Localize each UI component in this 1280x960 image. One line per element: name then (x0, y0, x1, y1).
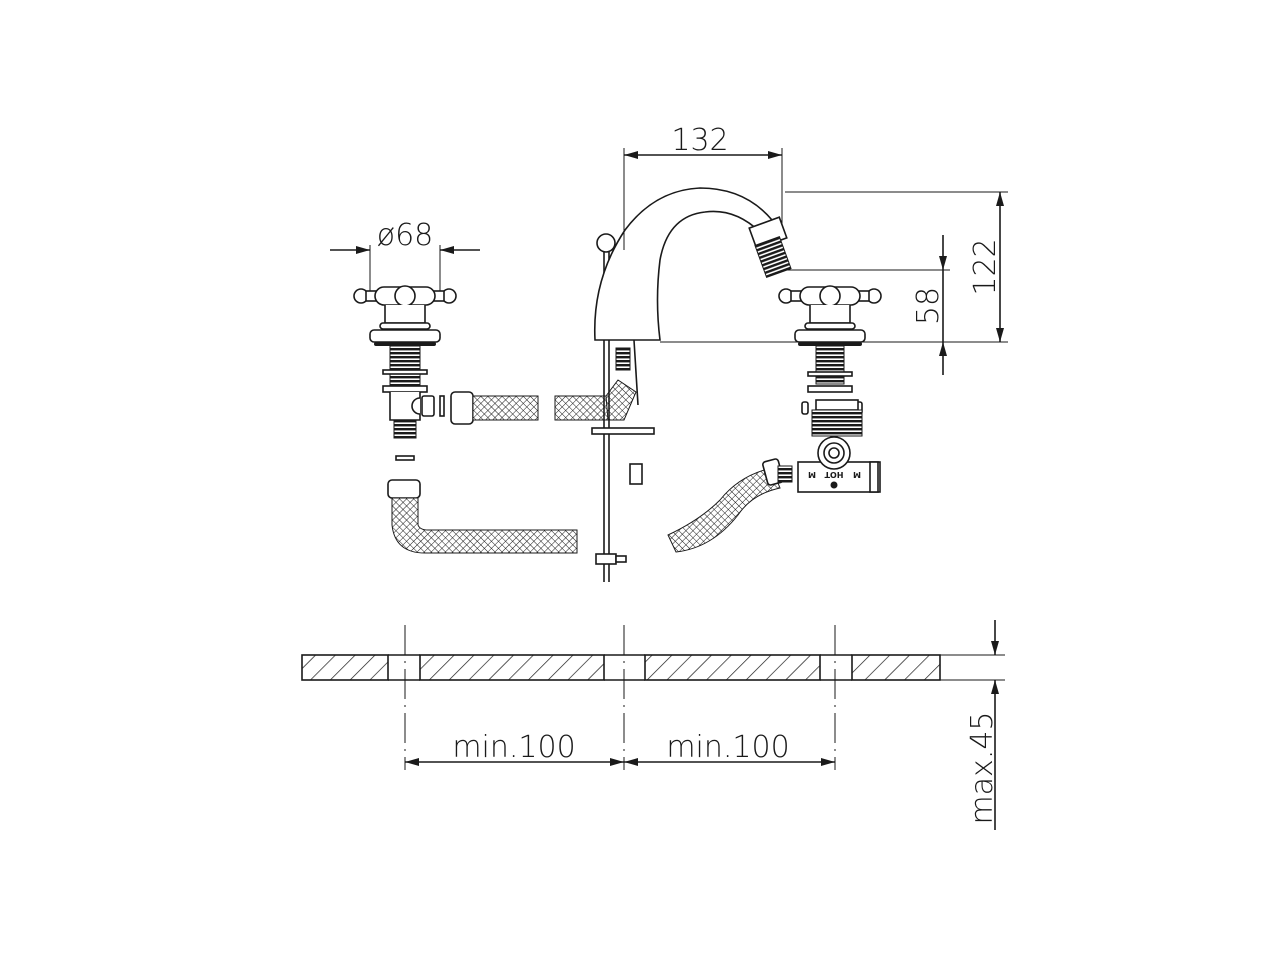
hot-label: HOT (824, 470, 843, 479)
flexible-hoses (387, 379, 793, 554)
handle-diameter-label: ø68 (377, 218, 434, 253)
spout (593, 187, 792, 341)
spout-reach-label: 132 (671, 123, 728, 158)
hole-spacing-right-label: min.100 (666, 730, 789, 765)
mark-label-right: M (853, 470, 861, 479)
left-cross-handle-valve: ø68 (330, 218, 480, 461)
spout-dimensions: 132 122 58 (623, 123, 1008, 375)
right-cross-handle-valve: HOT M M (778, 285, 882, 493)
countertop-section: min.100 min.100 max.45 (301, 620, 1005, 830)
spout-height-label: 58 (911, 287, 946, 325)
mark-label-left: M (808, 470, 816, 479)
hole-spacing-left-label: min.100 (452, 730, 575, 765)
deck-thickness-label: max.45 (965, 711, 1000, 824)
total-height-label: 122 (968, 238, 1003, 295)
